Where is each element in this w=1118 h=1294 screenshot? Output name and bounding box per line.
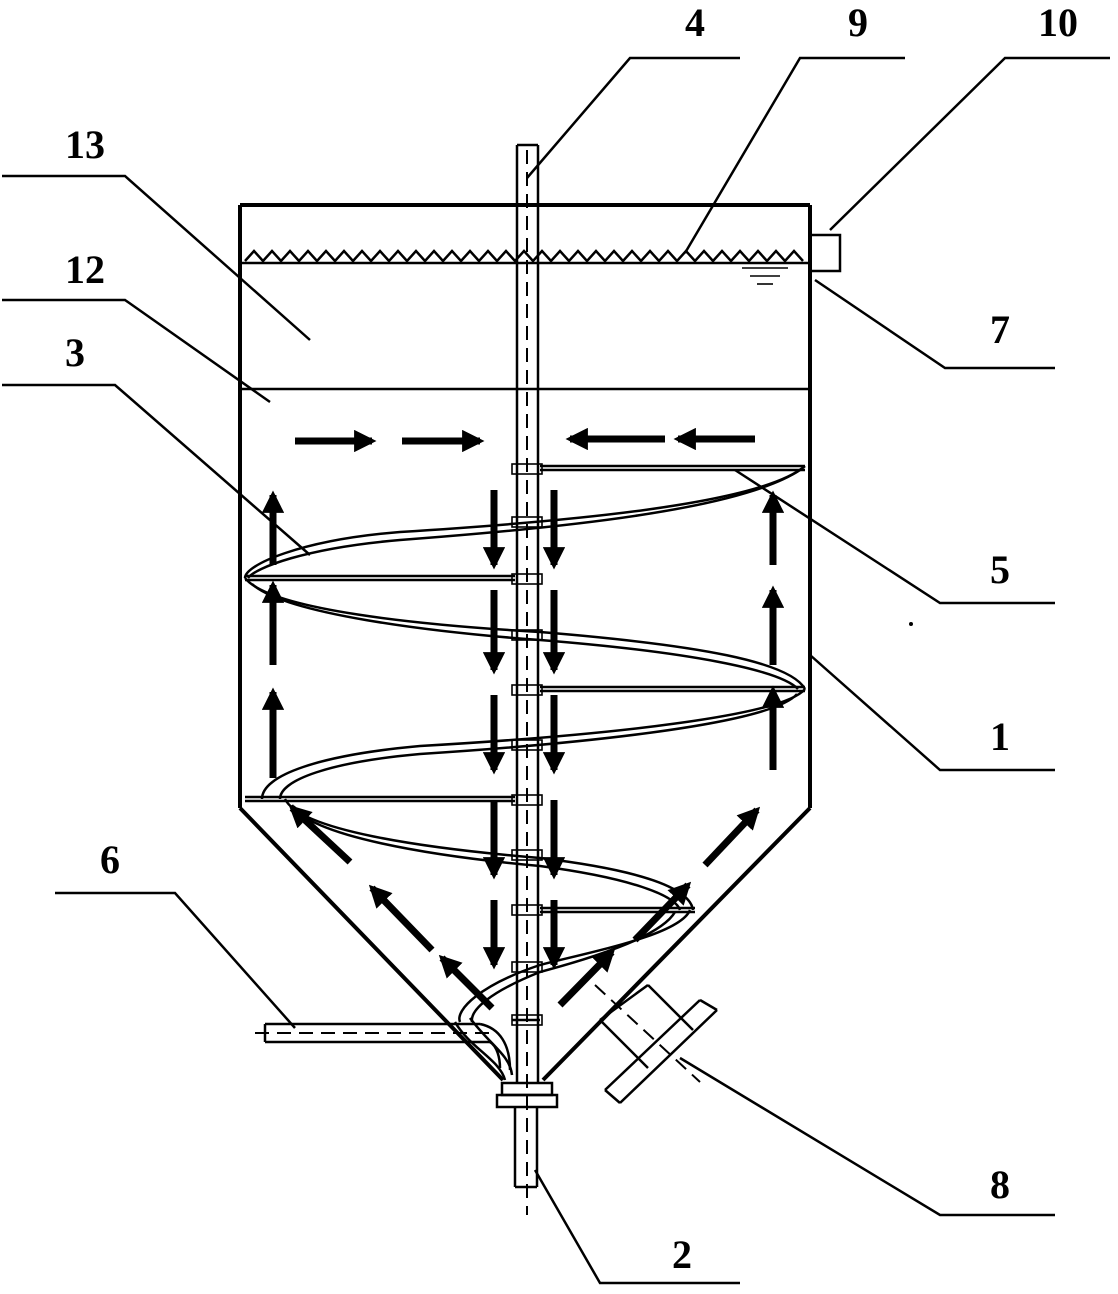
label-2: 2 (672, 1232, 692, 1277)
water-level-symbol (742, 267, 788, 285)
label-4: 4 (685, 0, 705, 45)
stray-dot (909, 622, 913, 626)
part-labels: 4 9 10 13 12 3 7 5 1 6 8 2 (65, 0, 1078, 1277)
vessel-body (238, 203, 812, 1082)
overflow-outlet (812, 233, 842, 273)
label-6: 6 (100, 837, 120, 882)
side-nozzle (594, 983, 718, 1104)
liquid-surface-zigzag (240, 249, 810, 285)
label-3: 3 (65, 330, 85, 375)
label-7: 7 (990, 307, 1010, 352)
inlet-pipe (255, 1022, 512, 1071)
central-shaft (495, 143, 559, 1215)
label-1: 1 (990, 714, 1010, 759)
label-13: 13 (65, 122, 105, 167)
leader-lines (2, 56, 1110, 1285)
label-12: 12 (65, 247, 105, 292)
flow-arrows (261, 427, 785, 1011)
label-5: 5 (990, 547, 1010, 592)
label-9: 9 (848, 0, 868, 45)
label-8: 8 (990, 1162, 1010, 1207)
label-10: 10 (1038, 0, 1078, 45)
helical-blade (243, 464, 807, 1081)
